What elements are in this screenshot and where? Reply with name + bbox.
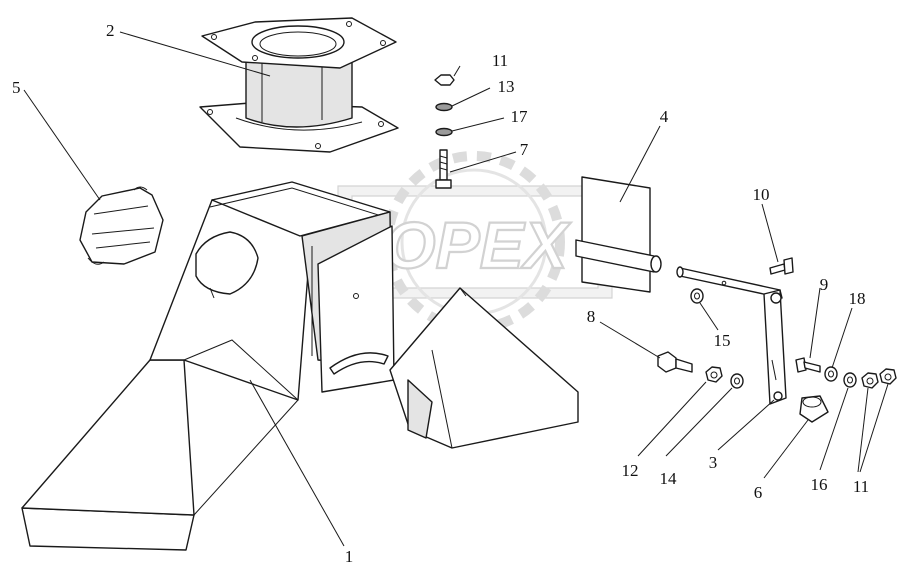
label-15: 15 <box>714 331 731 350</box>
part-6-cap <box>799 395 829 423</box>
part-4-flap-shaft <box>575 176 662 293</box>
label-9: 9 <box>820 275 829 294</box>
part-2-flanged-sleeve <box>199 17 399 153</box>
callout-labels: 2 5 11 13 17 7 4 10 9 18 8 15 12 14 3 6 … <box>12 21 869 566</box>
label-16: 16 <box>811 475 828 494</box>
watermark-text: OPEX <box>384 208 571 282</box>
part-5-cover-plate <box>79 186 164 265</box>
label-8: 8 <box>587 307 596 326</box>
part-10-screw <box>769 257 794 275</box>
leader-lines <box>23 31 889 547</box>
label-14: 14 <box>660 469 678 488</box>
part-8-bolt <box>657 351 693 373</box>
part-17-washer-top <box>435 127 453 137</box>
label-11-top: 11 <box>492 51 508 70</box>
part-7-bolt <box>435 149 452 189</box>
label-4: 4 <box>660 107 669 126</box>
part-13-washer-top <box>435 102 453 112</box>
label-10: 10 <box>753 185 770 204</box>
label-17: 17 <box>511 107 529 126</box>
part-18-washer <box>824 366 838 382</box>
label-12: 12 <box>622 461 639 480</box>
label-2: 2 <box>106 21 115 40</box>
part-11-nut-a <box>861 372 879 389</box>
part-11-nut-top <box>434 74 455 86</box>
label-13: 13 <box>498 77 515 96</box>
part-16-washer <box>843 372 857 388</box>
part-14-washer <box>730 373 744 389</box>
part-9-bolt <box>795 357 821 373</box>
label-7: 7 <box>520 140 529 159</box>
label-6: 6 <box>754 483 763 502</box>
part-15-washer <box>690 288 704 304</box>
label-3: 3 <box>709 453 718 472</box>
part-12-nut <box>705 366 723 383</box>
label-18: 18 <box>849 289 866 308</box>
label-1: 1 <box>345 547 354 566</box>
label-11-bottom: 11 <box>853 477 869 496</box>
part-1-chute-housing <box>21 181 579 551</box>
label-5: 5 <box>12 78 21 97</box>
part-11-nut-b <box>879 368 897 385</box>
part-3-lever <box>676 266 787 405</box>
